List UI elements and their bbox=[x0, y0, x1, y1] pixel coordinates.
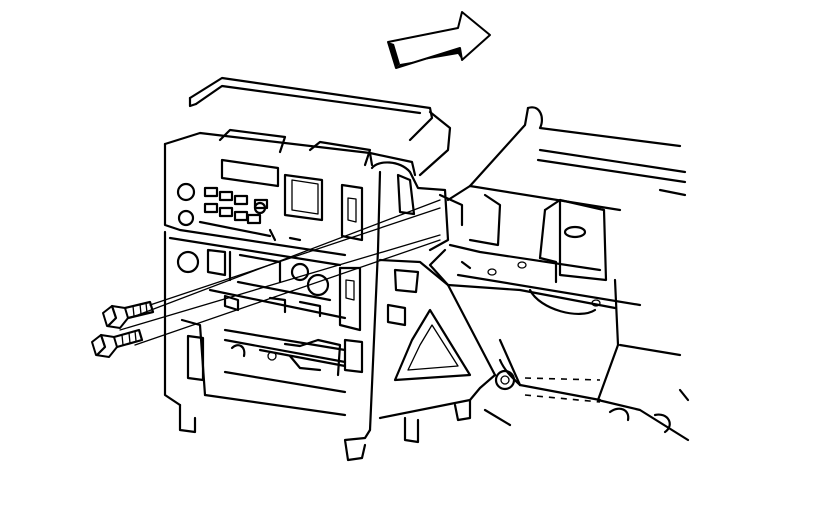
climate-control-head bbox=[163, 230, 364, 434]
instrument-panel-surround bbox=[188, 76, 452, 177]
radio-receiver bbox=[163, 128, 417, 257]
vehicle-body-structure bbox=[446, 106, 690, 442]
bolt-lower bbox=[91, 328, 144, 358]
mounting-bracket bbox=[343, 161, 516, 462]
direction-arrow bbox=[387, 11, 491, 69]
bolt-upper bbox=[102, 300, 155, 329]
bolt-guide-lines bbox=[119, 199, 441, 346]
